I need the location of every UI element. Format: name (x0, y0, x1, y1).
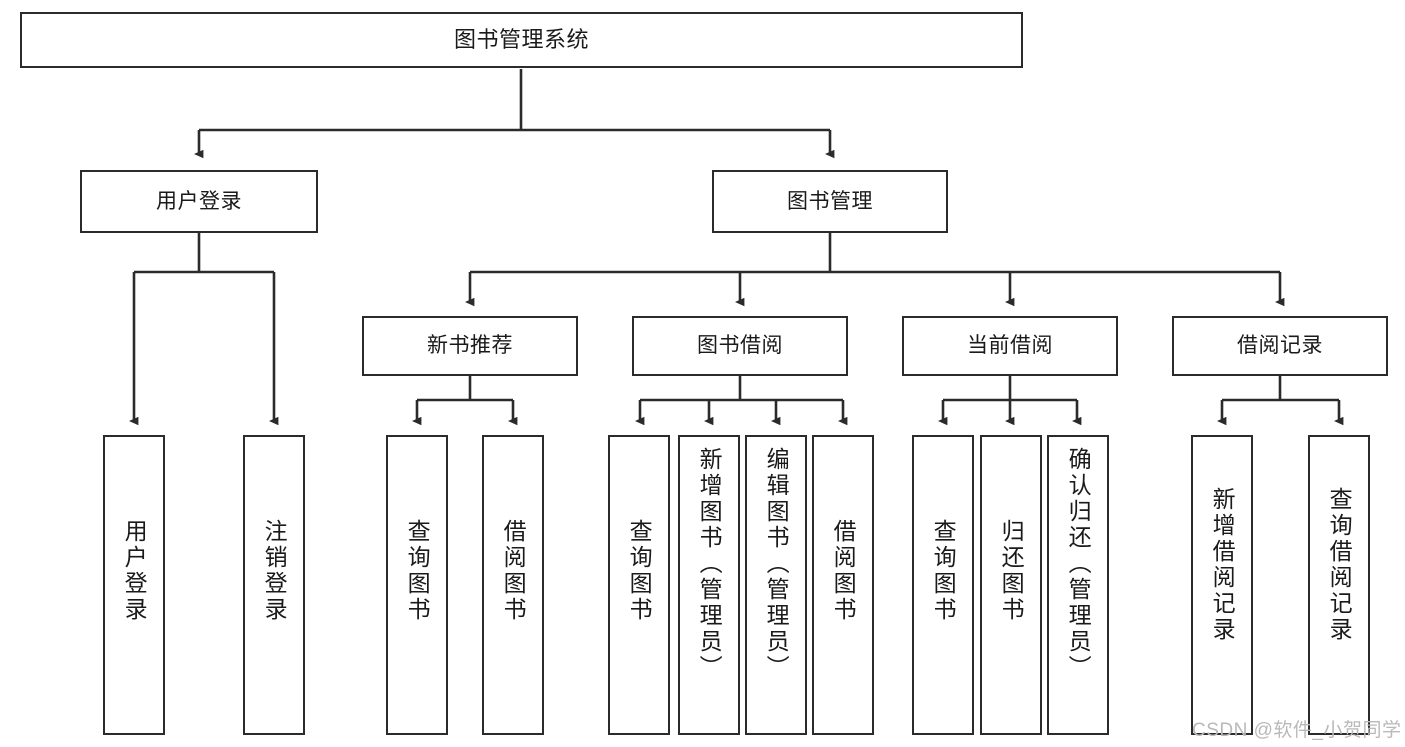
node-label: 确认归还（管理员） (1065, 447, 1092, 681)
node-label: 用户登录 (121, 519, 148, 623)
node-label: 查询图书 (930, 519, 957, 623)
node-leaf-current-borrow-confirm[interactable]: 确认归还（管理员） (1047, 435, 1109, 735)
node-root-book-management-system[interactable]: 图书管理系统 (20, 12, 1023, 68)
node-user-login[interactable]: 用户登录 (80, 170, 318, 233)
node-leaf-book-borrow-edit[interactable]: 编辑图书（管理员） (745, 435, 807, 735)
node-leaf-current-borrow-return[interactable]: 归还图书 (980, 435, 1042, 735)
node-label: 查询图书 (626, 519, 653, 623)
node-leaf-book-borrow-borrow[interactable]: 借阅图书 (812, 435, 874, 735)
node-borrow-record[interactable]: 借阅记录 (1172, 316, 1388, 376)
node-label: 借阅图书 (830, 519, 857, 623)
node-leaf-user-login-login[interactable]: 用户登录 (103, 435, 165, 735)
node-new-book-recommend[interactable]: 新书推荐 (362, 316, 578, 376)
node-leaf-new-book-query[interactable]: 查询图书 (386, 435, 448, 735)
node-leaf-book-borrow-add[interactable]: 新增图书（管理员） (678, 435, 740, 735)
node-leaf-book-borrow-query[interactable]: 查询图书 (608, 435, 670, 735)
csdn-watermark: CSDN @软件_小贺同学 (1192, 720, 1402, 741)
node-label: 新增图书（管理员） (696, 447, 723, 681)
node-label: 新书推荐 (427, 334, 513, 358)
node-current-borrow[interactable]: 当前借阅 (902, 316, 1118, 376)
node-label: 查询借阅记录 (1326, 487, 1353, 643)
node-label: 注销登录 (261, 519, 288, 623)
node-label: 当前借阅 (967, 334, 1053, 358)
node-leaf-new-book-borrow[interactable]: 借阅图书 (482, 435, 544, 735)
node-label: 用户登录 (156, 189, 242, 213)
node-leaf-borrow-record-query[interactable]: 查询借阅记录 (1308, 435, 1370, 735)
node-label: 图书借阅 (697, 334, 783, 358)
node-leaf-borrow-record-add[interactable]: 新增借阅记录 (1191, 435, 1253, 735)
node-label: 图书管理 (787, 189, 873, 213)
node-label: 查询图书 (404, 519, 431, 623)
node-label: 图书管理系统 (453, 26, 589, 52)
node-label: 借阅图书 (500, 519, 527, 623)
node-leaf-current-borrow-query[interactable]: 查询图书 (912, 435, 974, 735)
node-label: 编辑图书（管理员） (763, 447, 790, 681)
node-label: 借阅记录 (1237, 334, 1323, 358)
node-label: 新增借阅记录 (1209, 487, 1236, 643)
node-book-management[interactable]: 图书管理 (712, 170, 948, 233)
node-label: 归还图书 (998, 519, 1025, 623)
node-book-borrow[interactable]: 图书借阅 (632, 316, 848, 376)
node-leaf-user-login-logout[interactable]: 注销登录 (243, 435, 305, 735)
